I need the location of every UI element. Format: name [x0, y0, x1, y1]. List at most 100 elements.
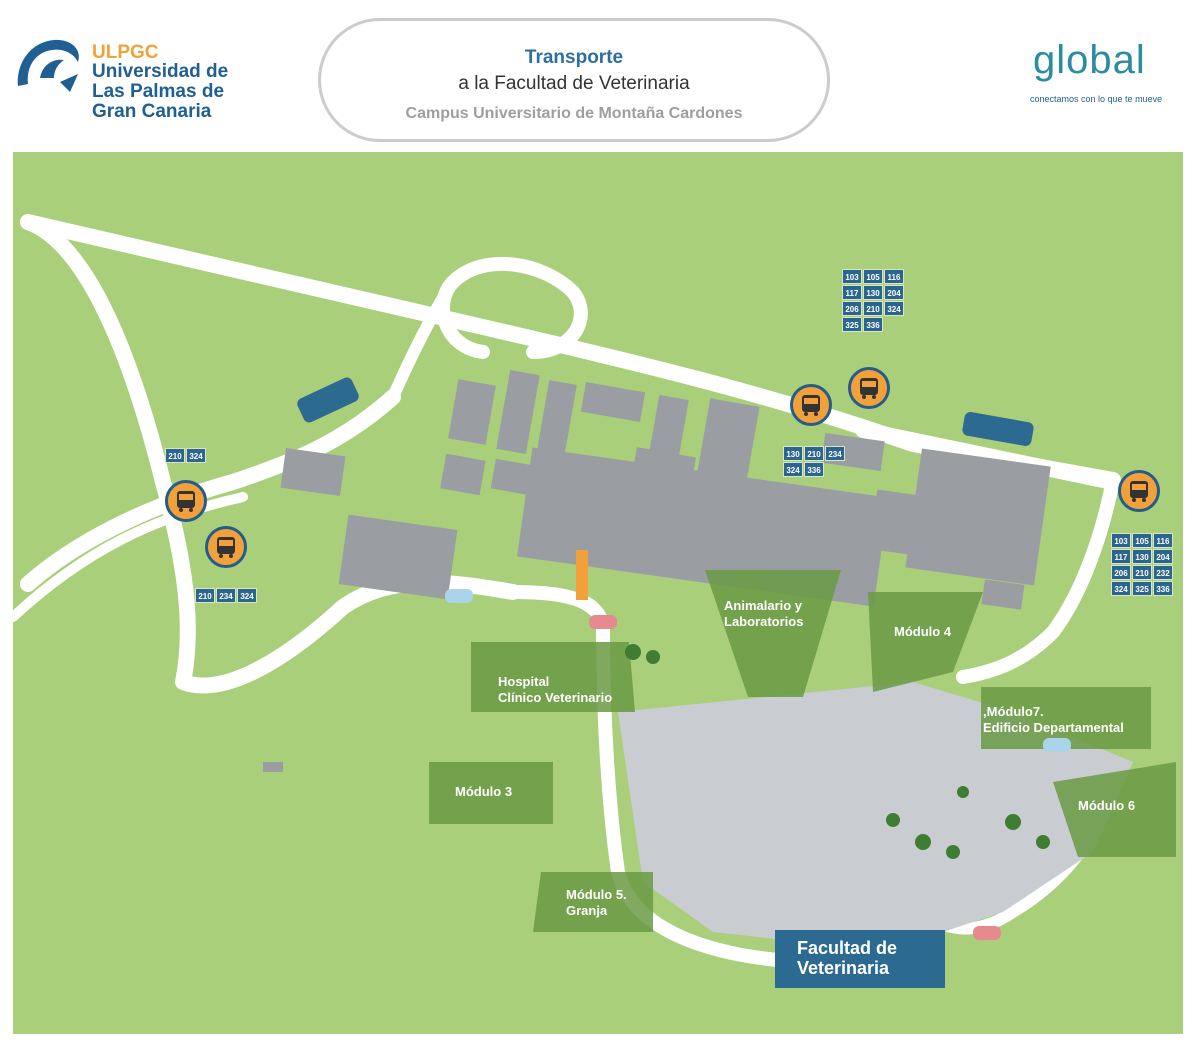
label-modulo5-line-1: Módulo 5. [566, 887, 627, 902]
route-badge: 324 [783, 462, 803, 477]
zone-modulo4 [868, 592, 983, 692]
ulpgc-name: Universidad de Las Palmas de Gran Canari… [92, 62, 228, 122]
road-curve-west [387, 276, 459, 403]
route-badge: 210 [1132, 565, 1152, 580]
route-badge: 232 [1153, 565, 1173, 580]
roads [13, 214, 1121, 969]
ulpgc-name-line-2: Las Palmas de [92, 81, 225, 102]
bus-stop-west-2[interactable] [205, 526, 247, 568]
bus-icon [860, 378, 878, 399]
route-badge: 204 [1153, 549, 1173, 564]
route-badge: 336 [1153, 581, 1173, 596]
bus-icon [1130, 481, 1148, 502]
label-modulo7-line-2: Edificio Departamental [983, 720, 1124, 735]
label-modulo7[interactable]: ,Módulo7. Edificio Departamental [983, 704, 1124, 736]
label-modulo3-line-1: Módulo 3 [455, 784, 513, 799]
route-badge: 130 [863, 285, 883, 300]
label-modulo3[interactable]: Módulo 3 [455, 784, 512, 800]
route-badge: 206 [842, 301, 862, 316]
route-badge: 324 [884, 301, 904, 316]
campus-tower [576, 550, 588, 600]
route-badge: 116 [884, 269, 904, 284]
route-badge: 130 [1132, 549, 1152, 564]
routes-east: 103 105 116 117 130 204 206 210 232 324 … [1111, 533, 1173, 596]
route-badge: 210 [804, 446, 824, 461]
label-modulo6[interactable]: Módulo 6 [1078, 798, 1135, 814]
label-modulo7-line-1: ,Módulo7. [983, 704, 1044, 719]
label-animalario-line-2: Laboratorios [724, 614, 804, 629]
zone-modulo7 [981, 687, 1151, 749]
route-badge: 105 [863, 269, 883, 284]
buildings [263, 370, 1051, 772]
road-southwest-2 [13, 492, 248, 622]
route-badge: 206 [1111, 565, 1131, 580]
zone-hospital [471, 642, 635, 712]
bus-icon [177, 491, 195, 512]
route-badge: 324 [237, 588, 257, 603]
ulpgc-name-line-3: Gran Canaria [92, 101, 212, 122]
route-badge: 234 [216, 588, 236, 603]
label-animalario-line-1: Animalario y [724, 598, 803, 613]
label-facultad[interactable]: Facultad de Veterinaria [775, 930, 945, 988]
bus-icon [217, 537, 235, 558]
map-drawing [13, 214, 1176, 969]
title-main: Transporte [524, 47, 624, 68]
campus-map[interactable]: 210 324 210 234 324 103 105 116 117 130 … [13, 152, 1183, 1034]
bus-stop-north-2[interactable] [848, 367, 890, 409]
routes-west-bottom: 210 234 324 [195, 588, 257, 603]
label-hospital-line-1: Hospital [498, 674, 550, 689]
label-modulo4-line-1: Módulo 4 [894, 624, 952, 639]
label-animalario[interactable]: Animalario y Laboratorios [724, 598, 803, 630]
route-badge: 116 [1153, 533, 1173, 548]
ulpgc-logo[interactable]: ULPGC Universidad de Las Palmas de Gran … [12, 30, 252, 125]
title-sub: a la Facultad de Veterinaria [458, 73, 690, 94]
route-badge: 204 [884, 285, 904, 300]
ulpgc-name-line-1: Universidad de [92, 61, 229, 82]
label-hospital[interactable]: Hospital Clínico Veterinario [498, 674, 612, 706]
cars [445, 589, 1071, 940]
bus-stop-north-1[interactable] [790, 384, 832, 426]
route-badge: 210 [195, 588, 215, 603]
road-buses [297, 377, 1034, 446]
label-facultad-line-2: Veterinaria [797, 958, 890, 978]
trees [625, 644, 1050, 859]
label-modulo4[interactable]: Módulo 4 [894, 624, 951, 640]
zone-modulo3 [429, 762, 553, 824]
route-badge: 325 [842, 317, 862, 332]
global-wordmark: global [1033, 38, 1146, 82]
route-badge: 105 [1132, 533, 1152, 548]
zones [429, 570, 1176, 932]
route-badge: 324 [186, 448, 206, 463]
road-roundabout [436, 256, 588, 359]
road-campus-link [506, 585, 810, 969]
label-modulo5-line-2: Granja [566, 903, 608, 918]
global-tagline: conectamos con lo que te mueve [1030, 94, 1163, 104]
road-southwest [20, 389, 401, 592]
global-logo[interactable]: global conectamos con lo que te mueve [1025, 38, 1185, 108]
ulpgc-mark-icon [17, 39, 79, 92]
label-hospital-line-2: Clínico Veterinario [498, 690, 613, 705]
road-east-side [855, 422, 1121, 490]
routes-west-top: 210 324 [165, 448, 206, 463]
zone-animalario [705, 570, 841, 697]
route-badge: 117 [842, 285, 862, 300]
road-east [956, 473, 1120, 684]
route-badge: 324 [1111, 581, 1131, 596]
bus-stop-east[interactable] [1118, 470, 1160, 512]
title-campus: Campus Universitario de Montaña Cardones [405, 105, 743, 122]
route-badge: 336 [804, 462, 824, 477]
label-modulo5[interactable]: Módulo 5. Granja [566, 887, 627, 919]
bus-stop-west-1[interactable] [165, 480, 207, 522]
route-badge: 103 [842, 269, 862, 284]
zone-modulo5 [533, 872, 653, 932]
route-badge: 210 [863, 301, 883, 316]
route-badge: 117 [1111, 549, 1131, 564]
route-badge: 336 [863, 317, 883, 332]
route-badge: 103 [1111, 533, 1131, 548]
label-facultad-line-1: Facultad de [797, 938, 898, 958]
header: ULPGC Universidad de Las Palmas de Gran … [0, 0, 1200, 150]
bus-icon [802, 395, 820, 416]
label-modulo6-line-1: Módulo 6 [1078, 798, 1136, 813]
route-badge: 234 [825, 446, 845, 461]
routes-north-top: 103 105 116 117 130 204 206 210 324 325 … [842, 269, 904, 332]
